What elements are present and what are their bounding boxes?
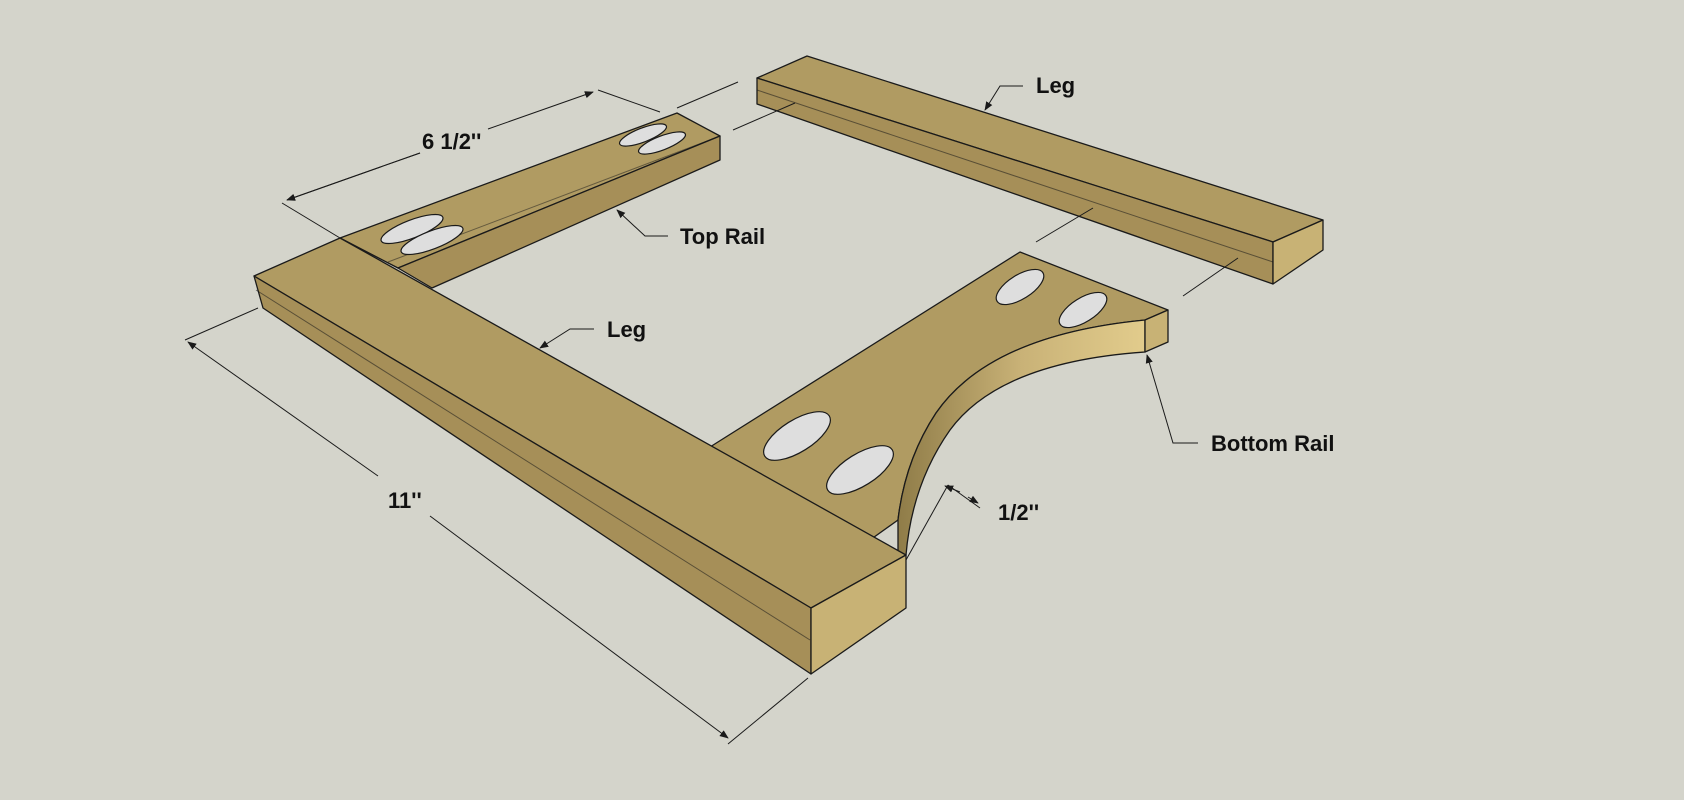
pocket-hole-icon — [763, 411, 831, 461]
dimension-label-leg: 11'' — [388, 488, 422, 513]
dimension-label-curve: 1/2'' — [998, 500, 1039, 525]
leg-front-end-face — [810, 554, 907, 675]
label-leg-front: Leg — [539, 317, 646, 349]
part-label-bottom-rail: Bottom Rail — [1211, 431, 1334, 456]
part-label-leg-front: Leg — [607, 317, 646, 342]
pocket-hole-icon — [826, 445, 894, 495]
dimension-label-top-rail: 6 1/2'' — [422, 129, 481, 154]
alignment-guides — [676, 81, 1239, 297]
leg-back-end-face — [1272, 219, 1324, 285]
pocket-hole-icon — [995, 268, 1045, 306]
top-rail-board — [339, 112, 721, 289]
leg-back-board — [756, 55, 1324, 285]
label-leg-back: Leg — [984, 73, 1075, 111]
pocket-hole-icon — [1058, 291, 1108, 329]
bottom-rail-board — [709, 251, 1169, 561]
leg-front-board — [253, 237, 907, 675]
part-label-top-rail: Top Rail — [680, 224, 765, 249]
dimension-leg-length: 11'' — [184, 307, 809, 745]
dimension-top-rail: 6 1/2'' — [281, 89, 661, 239]
pocket-hole-icon — [400, 224, 464, 256]
bottom-rail-end-face — [1144, 309, 1169, 353]
pocket-hole-icon — [637, 131, 687, 155]
part-label-leg-back: Leg — [1036, 73, 1075, 98]
top-rail-side-face — [397, 135, 721, 289]
label-top-rail: Top Rail — [616, 209, 765, 249]
pocket-hole-icon — [618, 123, 668, 147]
label-bottom-rail: Bottom Rail — [1145, 354, 1334, 456]
dimension-curve-offset: 1/2'' — [905, 484, 1039, 561]
